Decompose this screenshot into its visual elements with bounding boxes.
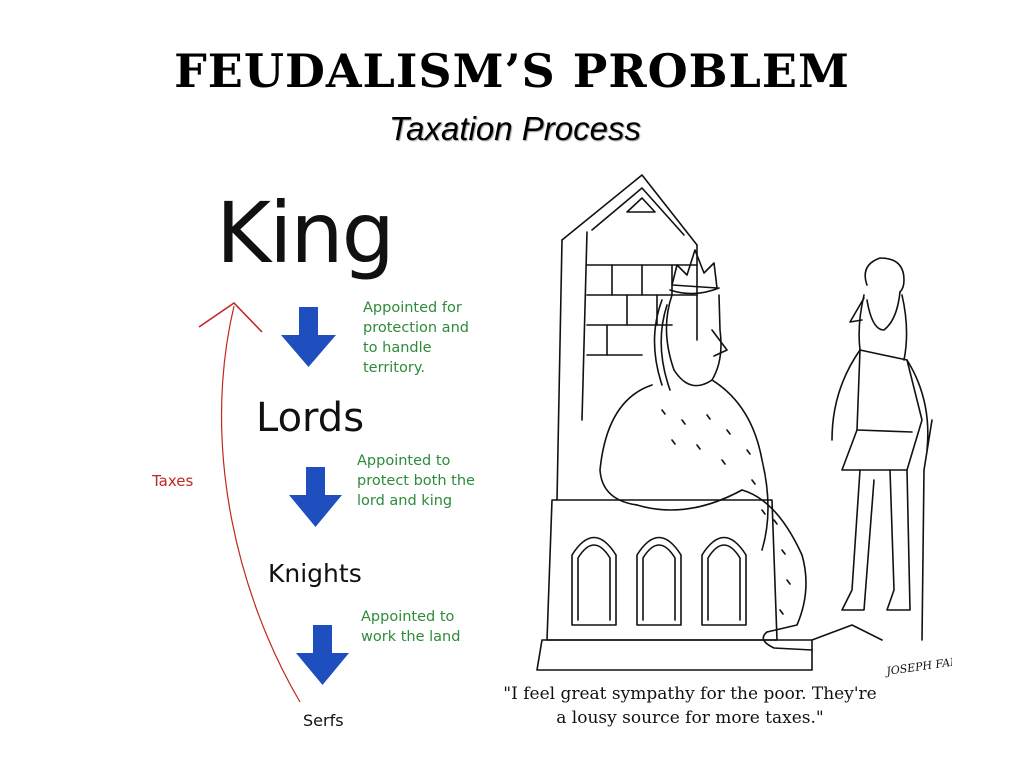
note-king-to-lords: Appointed for protection and to handle t… bbox=[363, 300, 469, 376]
level-serfs: Serfs bbox=[303, 711, 344, 730]
down-arrow-icon bbox=[289, 467, 342, 527]
cartoonist-signature: JOSEPH FARRIS bbox=[884, 652, 952, 678]
note-lords-to-knights: Appointed to protect both the lord and k… bbox=[357, 453, 475, 509]
cartoon-caption: "I feel great sympathy for the poor. The… bbox=[503, 684, 877, 728]
level-king: King bbox=[216, 184, 395, 282]
note-knights-to-serfs: Appointed to work the land bbox=[361, 609, 461, 645]
level-knights: Knights bbox=[268, 559, 362, 588]
slide-title: FEUDALISM’S PROBLEM bbox=[174, 44, 850, 98]
down-arrow-icon bbox=[281, 307, 336, 367]
king-cartoon-illustration: JOSEPH FARRIS bbox=[536, 174, 952, 678]
level-lords: Lords bbox=[256, 395, 365, 441]
taxes-arrowhead bbox=[198, 301, 263, 333]
taxes-label: Taxes bbox=[152, 472, 194, 490]
taxes-curve bbox=[220, 305, 301, 703]
down-arrow-icon bbox=[296, 625, 349, 685]
slide-subtitle: Taxation Process bbox=[389, 110, 641, 147]
